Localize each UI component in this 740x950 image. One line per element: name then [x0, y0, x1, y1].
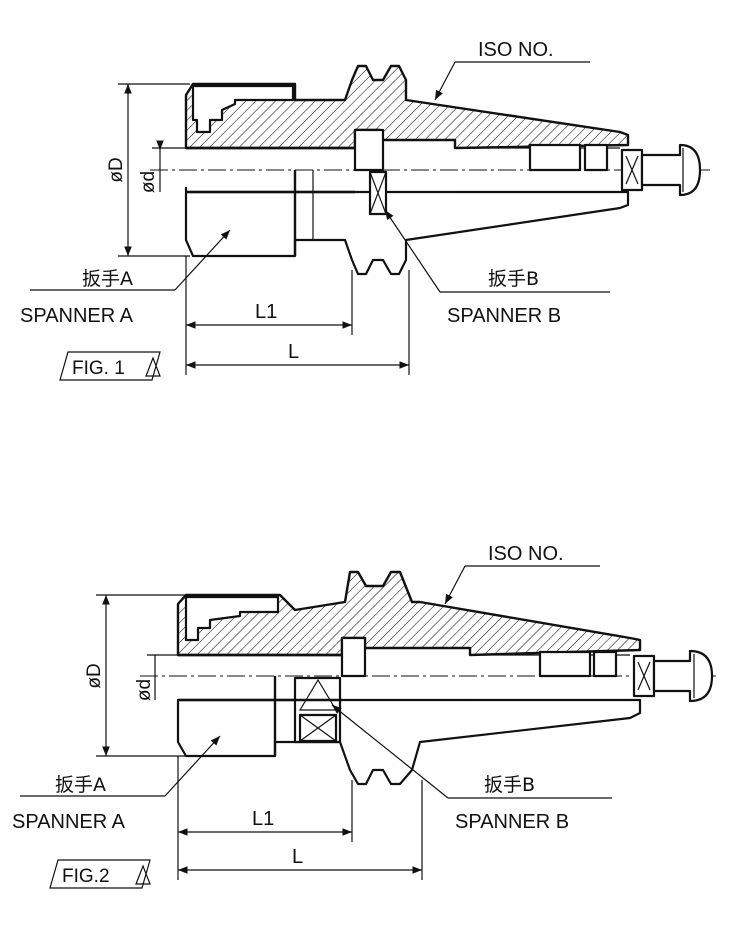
inner-recess [538, 650, 592, 678]
spanner-b-jp: 扳手B [488, 268, 539, 290]
inner-bore-upper [340, 636, 367, 678]
upper-section [184, 64, 630, 150]
dim-D-label: øD [106, 157, 127, 182]
fig-label-triangle [145, 356, 161, 377]
inner-bore-upper [353, 128, 385, 172]
spanner-b-en: SPANNER B [455, 811, 569, 833]
fig-label: FIG.2 [62, 866, 110, 887]
collet-nut-upper [184, 595, 280, 642]
iso-leader-arrow [434, 61, 456, 101]
dim-d-label: ød [134, 679, 155, 701]
spanner-a-arrow [164, 735, 221, 797]
fig-label-box [59, 351, 161, 381]
spanner-a-jp: 扳手A [55, 774, 106, 796]
fig-label: FIG. 1 [72, 358, 125, 379]
cross-line [637, 661, 651, 691]
iso-leader-arrow [444, 565, 466, 605]
dim-L1-label: L1 [252, 808, 274, 830]
iso-label: ISO NO. [488, 543, 564, 565]
dim-L-label: L [288, 341, 299, 363]
spanner-a-arrow [174, 229, 231, 291]
lower-section [184, 186, 630, 276]
dim-d-label: ød [138, 171, 159, 193]
spanner-a-en: SPANNER A [12, 811, 126, 833]
cross-line [369, 171, 387, 215]
pull-stud [640, 143, 702, 197]
spanner-a-jp: 扳手A [82, 268, 133, 290]
inner-recess [528, 143, 582, 172]
inner-recess [592, 650, 618, 678]
spanner-b-en: SPANNER B [447, 305, 561, 327]
inner-recess [583, 143, 609, 172]
triangle-mark [298, 678, 338, 711]
spanner-b-jp: 扳手B [484, 774, 535, 796]
collet-nut-upper [191, 84, 295, 134]
dim-L-label: L [292, 846, 303, 868]
cross-line [625, 155, 639, 185]
fig-label-triangle [135, 864, 151, 885]
upper-section [176, 570, 642, 657]
pull-stud [652, 649, 714, 703]
lower-section [176, 698, 642, 786]
fig-label-box [49, 859, 151, 889]
figure-1: øD ød ISO NO. 扳手A SPANNER A 扳手B SPANNER … [20, 39, 710, 381]
iso-label: ISO NO. [478, 39, 554, 61]
cross-line [299, 714, 337, 742]
spanner-b-arrow [331, 704, 449, 799]
figure-2: øD ød ISO NO. 扳手A SPANNER A 扳手B SPANNER … [12, 543, 720, 889]
dim-D-label: øD [84, 663, 105, 688]
spanner-a-en: SPANNER A [20, 305, 134, 327]
dim-L1-label: L1 [255, 301, 277, 323]
spanner-b-arrow [384, 209, 441, 293]
